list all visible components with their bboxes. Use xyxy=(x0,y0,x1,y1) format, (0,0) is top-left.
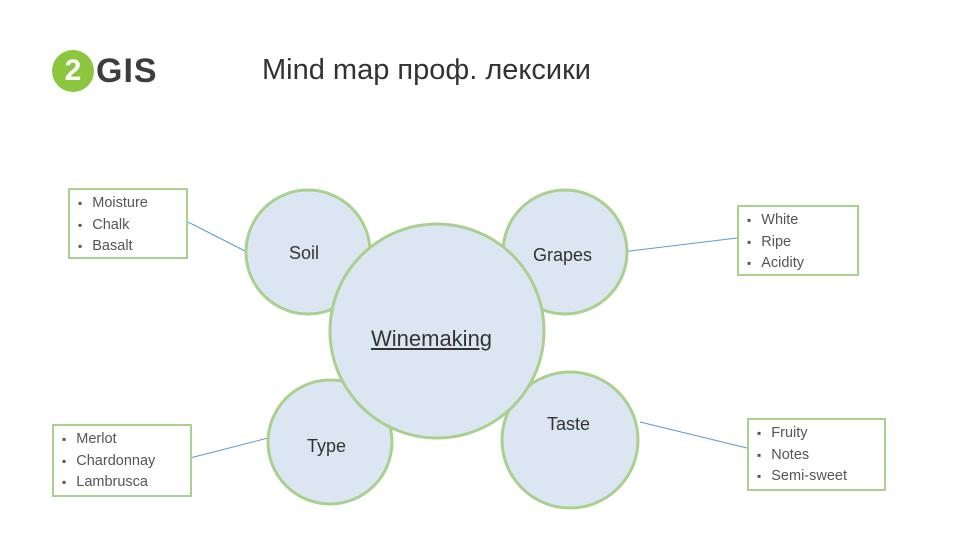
page-title: Mind map проф. лексики xyxy=(262,54,591,86)
logo-text: GIS xyxy=(96,52,158,90)
brand-logo: 2 GIS xyxy=(52,50,157,92)
node-type-circle xyxy=(266,378,394,506)
logo-digit: 2 xyxy=(64,54,82,87)
center-circle xyxy=(328,222,546,440)
grapes-terms-box: White Ripe Acidity xyxy=(737,205,859,276)
soil-terms-box: Moisture Chalk Basalt xyxy=(68,188,188,259)
list-item: Notes xyxy=(757,445,876,467)
list-item: Acidity xyxy=(747,253,849,275)
connector-taste xyxy=(639,421,748,449)
center-label: Winemaking xyxy=(371,326,493,351)
list-item: White xyxy=(747,210,849,232)
type-terms-box: Merlot Chardonnay Lambrusca xyxy=(52,424,192,497)
list-item: Semi-sweet xyxy=(757,466,876,488)
node-grapes-label: Grapes xyxy=(533,245,593,265)
connector-soil xyxy=(187,221,248,253)
list-item: Basalt xyxy=(78,236,178,258)
list-item: Chalk xyxy=(78,215,178,237)
taste-terms-box: Fruity Notes Semi-sweet xyxy=(747,418,886,491)
list-item: Chardonnay xyxy=(62,451,182,473)
node-taste-label: Taste xyxy=(547,414,591,434)
list-item: Lambrusca xyxy=(62,472,182,494)
node-type-label: Type xyxy=(307,436,347,456)
node-taste-circle xyxy=(500,370,640,510)
list-item: Fruity xyxy=(757,423,876,445)
connector-grapes xyxy=(621,237,738,253)
list-item: Moisture xyxy=(78,193,178,215)
logo-badge xyxy=(52,50,94,92)
list-item: Merlot xyxy=(62,429,182,451)
node-soil-label: Soil xyxy=(289,243,320,263)
list-item: Ripe xyxy=(747,232,849,254)
connector-type xyxy=(189,437,269,459)
